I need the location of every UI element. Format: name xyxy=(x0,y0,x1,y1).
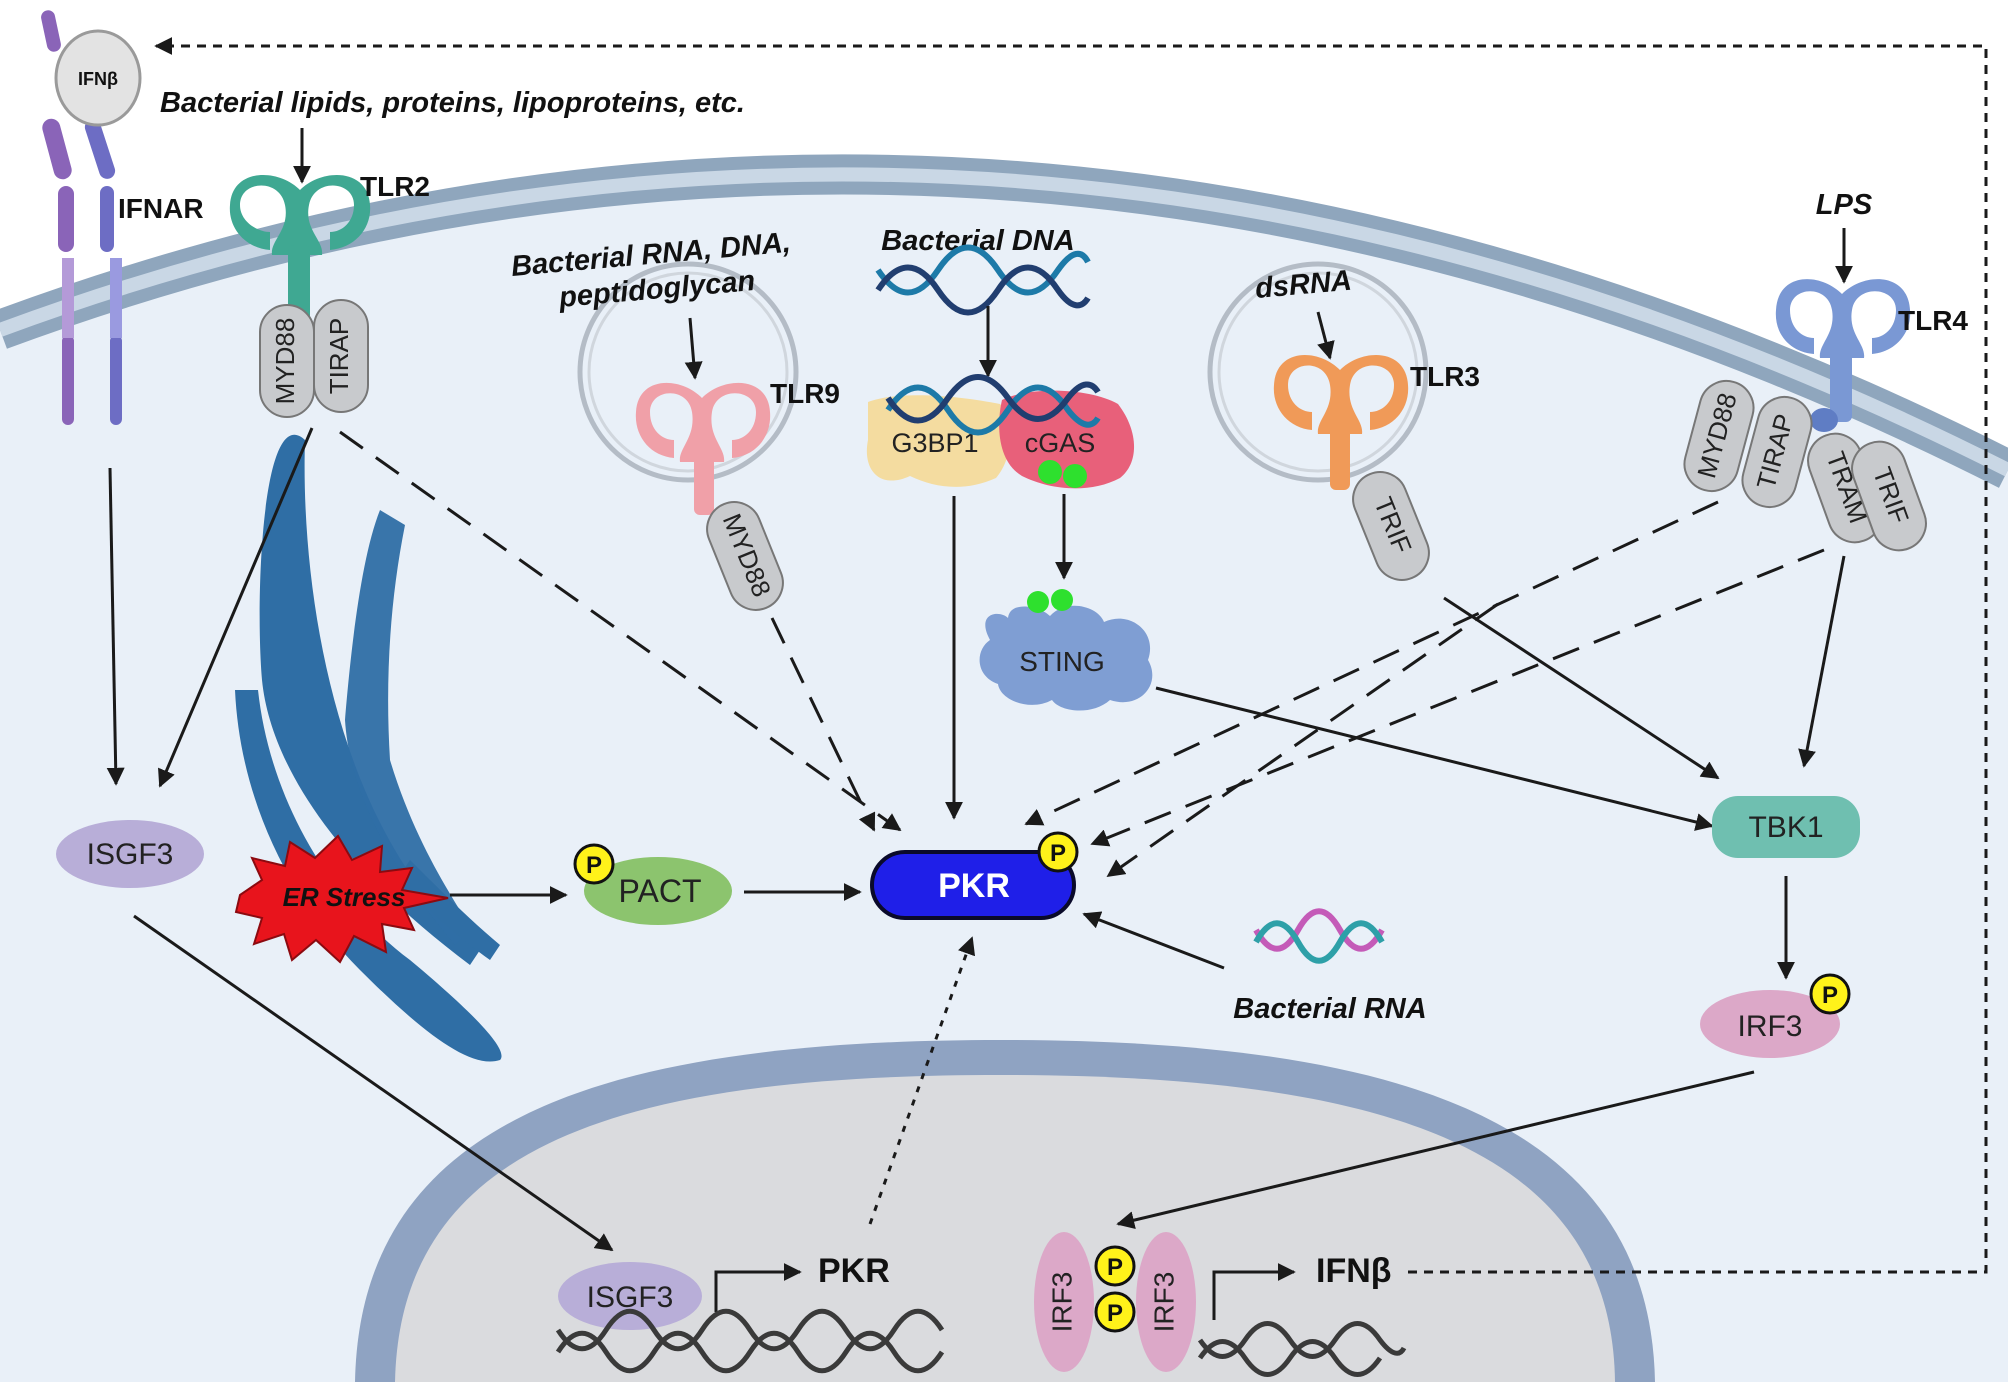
nuclear-irf3-dimer: IRF3 IRF3 P P xyxy=(1034,1232,1196,1372)
bacterial-rna: Bacterial RNA xyxy=(1233,908,1427,1025)
pact-protein: PACT P xyxy=(573,843,732,925)
ifnb-ligand-label: IFNβ xyxy=(78,69,118,89)
trif-adaptor-tlr3: TRIF xyxy=(1352,471,1430,581)
sting-protein: STING xyxy=(979,494,1153,711)
arrow-sting-tbk1 xyxy=(1155,686,1714,831)
bacterial-dna-sensing: Bacterial DNA G3BP1 cGAS xyxy=(866,225,1135,489)
pkr-gene-label: PKR xyxy=(818,1252,890,1290)
cgas-protein xyxy=(999,390,1135,489)
pkr-label: PKR xyxy=(938,867,1010,905)
svg-text:MYD88: MYD88 xyxy=(270,318,300,405)
irf3-phospho xyxy=(1809,973,1851,1015)
irf3-protein: IRF3 P xyxy=(1700,973,1851,1058)
dotted-pkr-gene-to-pkr xyxy=(868,936,976,1225)
cgas-label: cGAS xyxy=(1025,428,1096,458)
isgf3-label: ISGF3 xyxy=(87,838,174,871)
nuclear-isgf3-label: ISGF3 xyxy=(587,1281,674,1314)
pact-label: PACT xyxy=(619,873,702,909)
svg-text:P: P xyxy=(1107,1300,1123,1327)
nuclear-isgf3: ISGF3 xyxy=(558,1262,702,1330)
bacterial-rna-label: Bacterial RNA xyxy=(1233,993,1426,1025)
solid-arrows xyxy=(106,427,1846,1252)
svg-text:IRF3: IRF3 xyxy=(1148,1272,1179,1333)
svg-text:P: P xyxy=(1050,840,1066,867)
bacterial-dna-helix xyxy=(875,244,1091,296)
isgf3-protein: ISGF3 xyxy=(56,820,204,888)
tlr4-receptor: LPS MYD88 TIRAP TRAM TRIF TLR4 xyxy=(1683,189,1968,552)
cytoplasm xyxy=(0,174,2008,1382)
arrow-trif4-tbk1 xyxy=(1798,555,1846,768)
tlr2-receptor: Bacterial lipids, proteins, lipoproteins… xyxy=(160,87,745,418)
nucleoplasm xyxy=(395,1075,1615,1382)
ifnb-gene-dna xyxy=(1197,1321,1407,1359)
dashed-tlr9-pkr xyxy=(770,617,876,832)
dashed-tlr4a-pkr xyxy=(1024,500,1719,826)
dashed-tlr2-pkr xyxy=(339,430,902,832)
g3bp1-label: G3BP1 xyxy=(891,428,978,458)
trif-adaptor-tlr4: TRIF xyxy=(1851,440,1927,552)
pkr-gene: PKR xyxy=(555,1252,945,1374)
dotted-arrows xyxy=(154,37,1988,1274)
tbk1-label: TBK1 xyxy=(1748,811,1823,844)
arrow-rna-pkr xyxy=(1082,911,1225,970)
arrow-tlr2-isgf3 xyxy=(158,427,314,788)
pact-phospho xyxy=(573,843,615,885)
pkr-phospho xyxy=(1037,831,1079,873)
myd88-adaptor: MYD88 xyxy=(259,304,315,418)
ifnb-gene-label: IFNβ xyxy=(1316,1252,1392,1290)
arrow-trif-tbk1 xyxy=(1443,596,1720,780)
ifnar-receptor: IFNβ IFNAR xyxy=(41,10,204,425)
irf3-label: IRF3 xyxy=(1737,1010,1802,1043)
ifnb-ligand xyxy=(54,29,142,127)
svg-text:IRF3: IRF3 xyxy=(1046,1272,1077,1333)
ifnar-label: IFNAR xyxy=(118,193,204,224)
sting-label: STING xyxy=(1019,646,1105,677)
dashed-tlr4c-pkr xyxy=(1106,602,1499,878)
dashed-arrows xyxy=(339,430,1825,878)
svg-text:P: P xyxy=(586,852,602,879)
arrow-irf3-nucleus xyxy=(1116,1070,1755,1229)
pkr-gene-dna xyxy=(555,1308,945,1352)
tlr3-label: TLR3 xyxy=(1410,361,1480,392)
tbk1-protein: TBK1 xyxy=(1712,796,1860,858)
svg-text:TIRAP: TIRAP xyxy=(324,318,354,395)
tlr2-ligand-label: Bacterial lipids, proteins, lipoproteins… xyxy=(160,87,745,119)
arrow-ifnar-isgf3 xyxy=(106,467,125,786)
endosome-tlr3 xyxy=(1207,261,1429,483)
ifnb-feedback-loop xyxy=(154,37,1988,1274)
endosome-tlr9 xyxy=(577,261,799,483)
svg-text:P: P xyxy=(1107,1254,1123,1281)
arrow-isgf3-nucleus xyxy=(133,914,614,1252)
tlr4-ligand-label: LPS xyxy=(1816,189,1873,221)
svg-text:P: P xyxy=(1822,982,1838,1009)
myd88-adaptor-tlr4: MYD88 xyxy=(1683,379,1755,493)
pkr-protein: PKR P xyxy=(870,831,1079,920)
tlr2-label: TLR2 xyxy=(360,171,430,202)
ifnb-gene: IFNβ xyxy=(1197,1252,1407,1377)
er-stress-burst: ER Stress xyxy=(234,834,449,964)
er-stress-label: ER Stress xyxy=(283,882,406,912)
tirap-adaptor: TIRAP xyxy=(313,299,369,413)
tirap-adaptor-tlr4: TIRAP xyxy=(1741,395,1813,509)
tlr4-label: TLR4 xyxy=(1898,305,1968,336)
tlr9-label: TLR9 xyxy=(770,378,840,409)
